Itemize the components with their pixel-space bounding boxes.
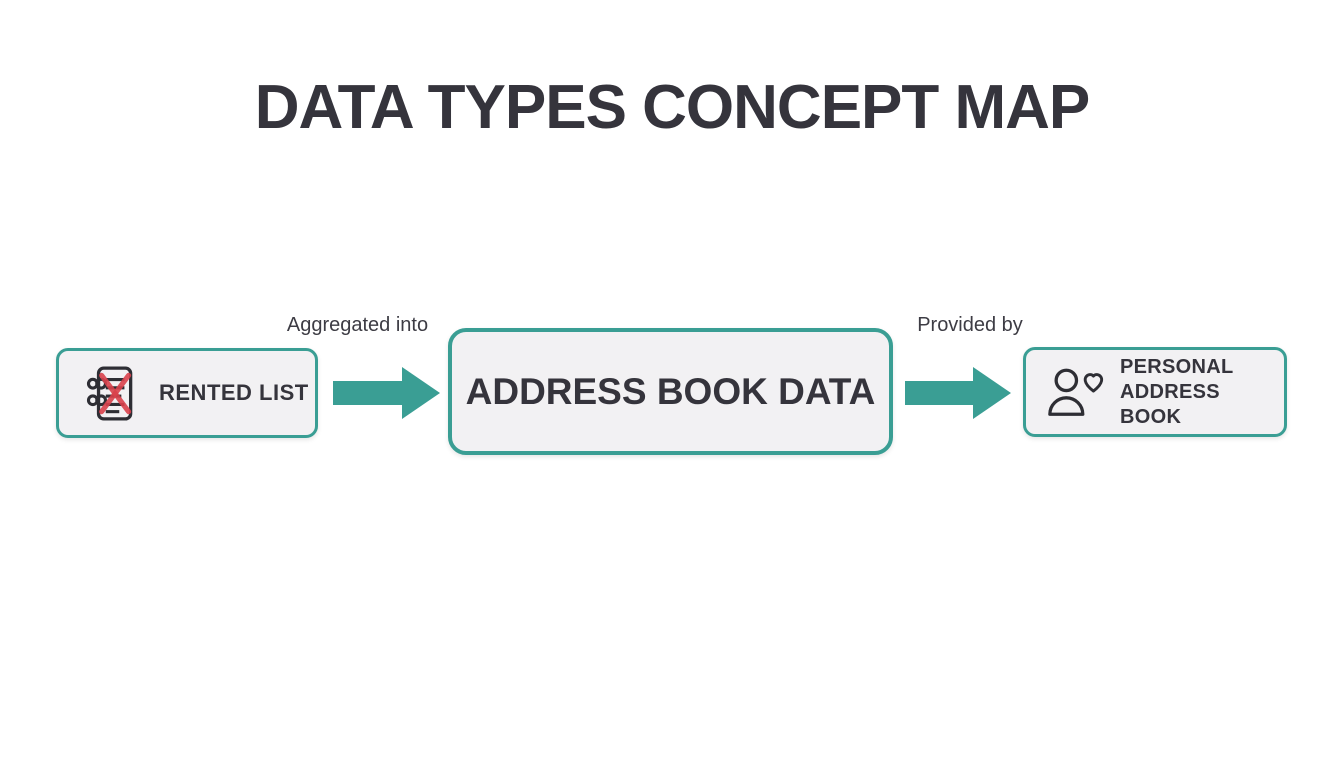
edge-label-aggregated-into: Aggregated into <box>286 314 429 336</box>
node-address-book-data: ADDRESS BOOK DATA <box>448 328 893 455</box>
arrow-right-icon <box>905 367 1011 424</box>
node-rented-list: RENTED LIST <box>56 348 318 438</box>
node-personal-address-book-label: PERSONAL ADDRESS BOOK <box>1120 355 1284 430</box>
node-rented-list-label: RENTED LIST <box>159 380 309 405</box>
arrow-right-icon <box>333 367 440 424</box>
node-address-book-data-label: ADDRESS BOOK DATA <box>465 370 876 412</box>
page-title: DATA TYPES CONCEPT MAP <box>254 73 1091 142</box>
crossed-out-list-icon <box>83 364 141 422</box>
node-personal-address-book: PERSONAL ADDRESS BOOK <box>1023 347 1287 437</box>
person-heart-icon <box>1046 366 1106 418</box>
label-line-2: ADDRESS BOOK <box>1120 380 1220 428</box>
edge-label-provided-by: Provided by <box>917 314 1023 336</box>
label-line-1: PERSONAL <box>1120 355 1234 378</box>
